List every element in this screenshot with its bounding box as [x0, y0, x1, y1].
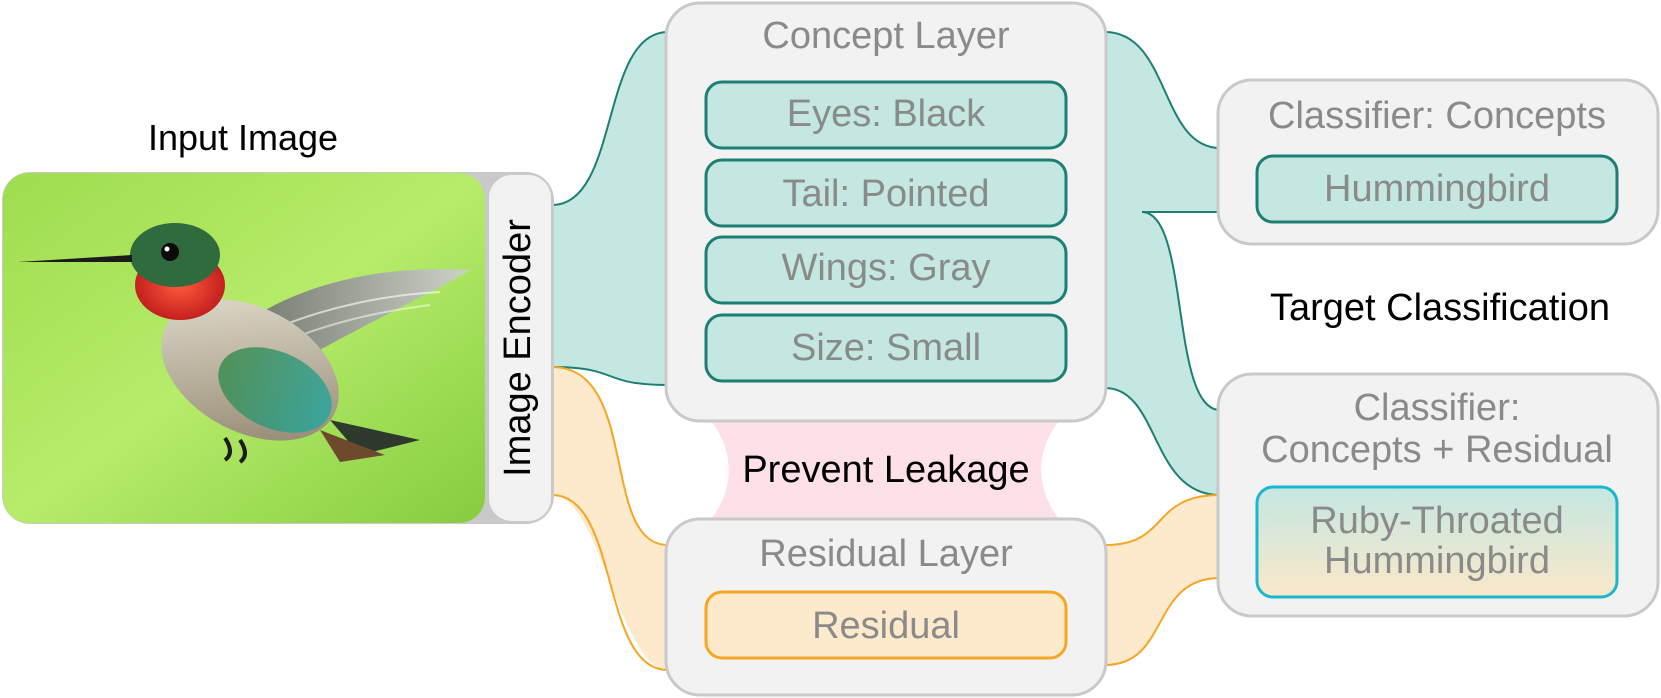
concept-item: Size: Small: [704, 313, 1068, 383]
band-concepts-to-classifier-residual: [1105, 212, 1220, 495]
band-encoder-to-concepts-edge-top: [551, 31, 669, 206]
band-encoder-to-concepts-edge-bottom: [551, 366, 669, 386]
svg-text:Size: Small: Size: Small: [791, 327, 981, 369]
input-image-title: Input Image: [148, 117, 338, 158]
classifier-concepts-output: Hummingbird: [1255, 154, 1619, 224]
leakage-connector: [710, 420, 1060, 520]
residual-item: Residual: [704, 590, 1068, 660]
band-concepts-to-classifier-concepts: [1105, 32, 1220, 212]
prevent-leakage-label: Prevent Leakage: [742, 449, 1029, 491]
concept-item: Eyes: Black: [704, 80, 1068, 150]
svg-text:Ruby-Throated: Ruby-Throated: [1310, 500, 1563, 542]
target-classification-label: Target Classification: [1270, 287, 1610, 329]
bird-eye-icon: [161, 243, 179, 261]
image-encoder-label: Image Encoder: [497, 219, 539, 477]
band-residual-to-classifier: [1105, 495, 1220, 665]
band-residual-to-classifier-edge-top: [1104, 494, 1221, 546]
band-encoder-to-concepts: [552, 32, 668, 385]
svg-text:Wings: Gray: Wings: Gray: [781, 247, 990, 289]
band-encoder-to-residual-edge-bottom: [551, 494, 669, 671]
image-encoder-panel: [487, 173, 553, 523]
concept-layer-title: Concept Layer: [762, 15, 1009, 57]
concept-item: Tail: Pointed: [704, 158, 1068, 228]
concept-item: Wings: Gray: [704, 235, 1068, 305]
band-residual-to-classifier-edge-bottom: [1104, 577, 1221, 666]
classifier-concepts-title: Classifier: Concepts: [1268, 95, 1606, 137]
svg-text:Eyes: Black: Eyes: Black: [787, 93, 987, 135]
band-encoder-to-residual-edge-top: [551, 366, 669, 546]
svg-text:Residual: Residual: [812, 605, 960, 647]
residual-layer-title: Residual Layer: [759, 533, 1013, 575]
svg-text:Hummingbird: Hummingbird: [1324, 540, 1550, 582]
classifier-residual-title-line1: Classifier:: [1354, 387, 1521, 429]
classifier-residual-title-line2: Concepts + Residual: [1261, 429, 1613, 471]
band-encoder-to-residual: [552, 367, 668, 670]
band-concepts-to-classifier-residual-edge-top: [1141, 211, 1221, 411]
hummingbird-photo: [3, 173, 485, 523]
band-concepts-to-classifier-concepts-edge: [1104, 31, 1221, 149]
classifier-residual-output: Ruby-Throated Hummingbird: [1255, 485, 1619, 599]
svg-text:Tail: Pointed: Tail: Pointed: [782, 173, 989, 215]
svg-text:Hummingbird: Hummingbird: [1324, 168, 1550, 210]
band-concepts-to-classifier-residual-edge-bottom: [1104, 387, 1221, 496]
